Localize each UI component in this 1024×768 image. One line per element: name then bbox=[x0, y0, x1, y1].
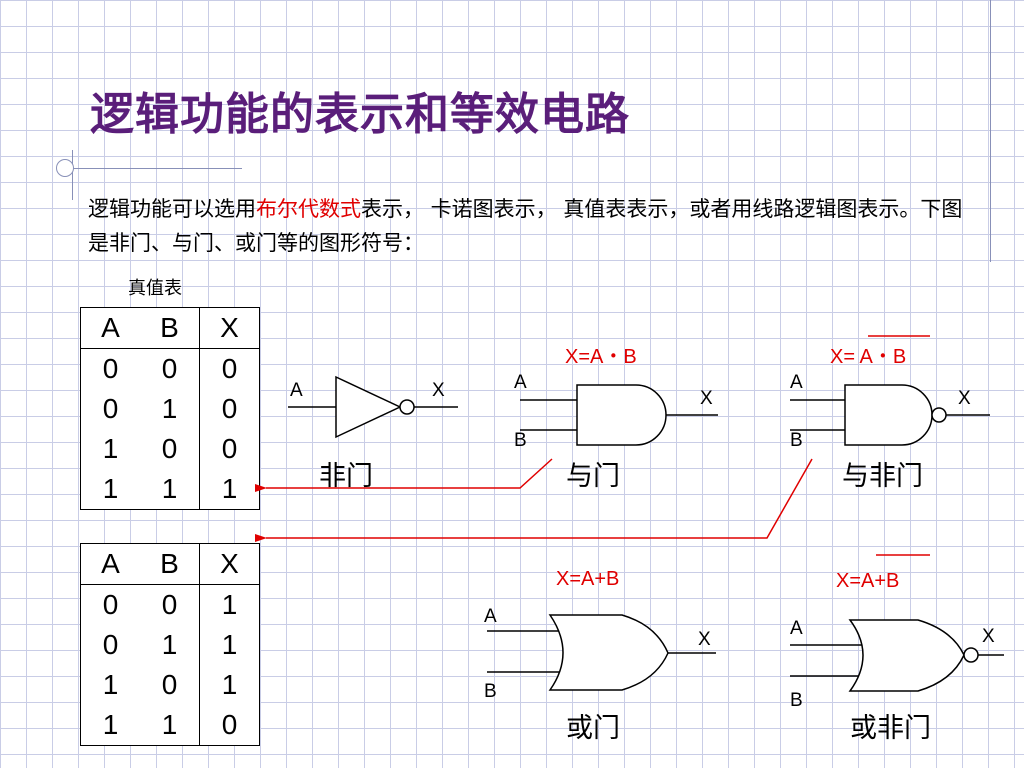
table-cell: 0 bbox=[198, 348, 260, 389]
table-row: 0 1 0 bbox=[81, 389, 260, 429]
slide-title: 逻辑功能的表示和等效电路 bbox=[90, 89, 630, 140]
nand-gate-name: 与非门 bbox=[842, 461, 923, 492]
and-gate bbox=[520, 384, 718, 446]
or-input-b-label: B bbox=[484, 681, 497, 702]
or-gate bbox=[487, 614, 716, 691]
nand-expression-prefix: X= bbox=[830, 346, 859, 368]
table-row: 0 0 1 bbox=[81, 584, 260, 625]
table-row: 1 0 1 bbox=[81, 665, 260, 705]
title-circle-ornament bbox=[56, 159, 74, 177]
table-cell: 1 bbox=[198, 584, 260, 625]
header-cell: X bbox=[198, 543, 260, 585]
and-input-b-label: B bbox=[514, 430, 527, 451]
table-cell: 1 bbox=[102, 669, 119, 700]
table-cell: 1 bbox=[102, 473, 119, 504]
and-body bbox=[576, 384, 667, 446]
table-cell: 0 bbox=[198, 705, 260, 746]
intro-text-2: 表示， 卡诺图表示， 真值表表示，或者用线路逻辑图表示。下图是非门、与门、或门等… bbox=[88, 197, 963, 255]
nor-output-label: X bbox=[982, 626, 995, 647]
nor-gate bbox=[790, 619, 1004, 692]
nand-output-label: X bbox=[958, 388, 971, 409]
nand-input-a-label: A bbox=[790, 372, 803, 393]
table-cell: 1 bbox=[198, 625, 260, 665]
table-cell: 1 bbox=[161, 473, 178, 504]
table-cell: 1 bbox=[198, 665, 260, 705]
or-gate-name: 或门 bbox=[566, 713, 620, 744]
not-bubble bbox=[399, 399, 415, 415]
or-output-label: X bbox=[698, 629, 711, 650]
table-row: 1 1 0 bbox=[81, 705, 260, 746]
nand-gate bbox=[790, 384, 990, 446]
header-cell: B bbox=[139, 543, 200, 585]
nand-input-b-label: B bbox=[790, 430, 803, 451]
table-cell: 0 bbox=[198, 389, 260, 429]
table-header-row: A B X bbox=[80, 307, 260, 349]
table-cell: 1 bbox=[161, 629, 178, 660]
truth-table-label: 真值表 bbox=[128, 278, 182, 299]
not-gate-name: 非门 bbox=[319, 461, 373, 492]
nor-expression-prefix: X= bbox=[836, 570, 861, 592]
nor-body bbox=[848, 619, 965, 692]
table-cell: 1 bbox=[161, 393, 178, 424]
table-cell: 0 bbox=[102, 393, 119, 424]
table-cell: 0 bbox=[102, 353, 119, 384]
and-input-a-label: A bbox=[514, 372, 527, 393]
table-cell: 0 bbox=[161, 353, 178, 384]
table-header-row: A B X bbox=[80, 543, 260, 585]
table-row: 0 0 0 bbox=[81, 348, 260, 389]
header-cell: A bbox=[80, 543, 140, 585]
title-vertical-rule bbox=[72, 150, 73, 200]
and-to-table-arrow bbox=[255, 458, 553, 492]
table-cell: 0 bbox=[161, 433, 178, 464]
or-input-a-label: A bbox=[484, 606, 497, 627]
not-triangle bbox=[335, 375, 402, 439]
table-cell: 0 bbox=[198, 429, 260, 469]
header-cell: B bbox=[139, 307, 200, 349]
header-cell: X bbox=[198, 307, 260, 349]
table-cell: 1 bbox=[102, 709, 119, 740]
nor-gate-name: 或非门 bbox=[850, 713, 931, 744]
table-cell: 0 bbox=[161, 589, 178, 620]
not-input-label: A bbox=[290, 380, 303, 401]
right-vertical-rule bbox=[990, 0, 991, 262]
title-horizontal-rule bbox=[62, 168, 242, 169]
nor-input-b-label: B bbox=[790, 690, 803, 711]
intro-text-1: 逻辑功能可以选用 bbox=[88, 197, 256, 221]
nand-expression-body: A・B bbox=[859, 346, 906, 368]
table-row: 0 1 1 bbox=[81, 625, 260, 665]
table-cell: 0 bbox=[102, 629, 119, 660]
not-gate bbox=[288, 375, 458, 439]
nand-expression: X= A・B bbox=[830, 346, 906, 368]
table-row: 1 0 0 bbox=[81, 429, 260, 469]
not-output-label: X bbox=[432, 380, 445, 401]
nor-expression: X=A+B bbox=[836, 570, 899, 592]
nand-bubble bbox=[931, 407, 947, 423]
nor-expression-body: A+B bbox=[861, 570, 899, 592]
table-cell: 1 bbox=[102, 433, 119, 464]
nand-to-table-arrow bbox=[255, 458, 813, 542]
intro-paragraph: 逻辑功能可以选用布尔代数式表示， 卡诺图表示， 真值表表示，或者用线路逻辑图表示… bbox=[88, 192, 968, 260]
table-cell: 0 bbox=[161, 669, 178, 700]
and-gate-name: 与门 bbox=[566, 461, 620, 492]
table-cell: 1 bbox=[161, 709, 178, 740]
table-row: 1 1 1 bbox=[81, 469, 260, 510]
truth-table-nand: A B X 0 0 1 0 1 1 1 0 1 1 1 0 bbox=[80, 543, 260, 746]
header-cell: A bbox=[80, 307, 140, 349]
nand-body bbox=[844, 384, 933, 446]
truth-table-and: A B X 0 0 0 0 1 0 1 0 0 1 1 1 bbox=[80, 307, 260, 510]
nor-bubble bbox=[963, 647, 979, 663]
and-output-label: X bbox=[700, 388, 713, 409]
table-cell: 1 bbox=[198, 469, 260, 510]
table-cell: 0 bbox=[102, 589, 119, 620]
or-expression: X=A+B bbox=[556, 568, 619, 590]
or-body bbox=[548, 614, 669, 691]
and-expression: X=A・B bbox=[565, 346, 637, 368]
intro-highlight: 布尔代数式 bbox=[256, 197, 361, 221]
nor-input-a-label: A bbox=[790, 618, 803, 639]
